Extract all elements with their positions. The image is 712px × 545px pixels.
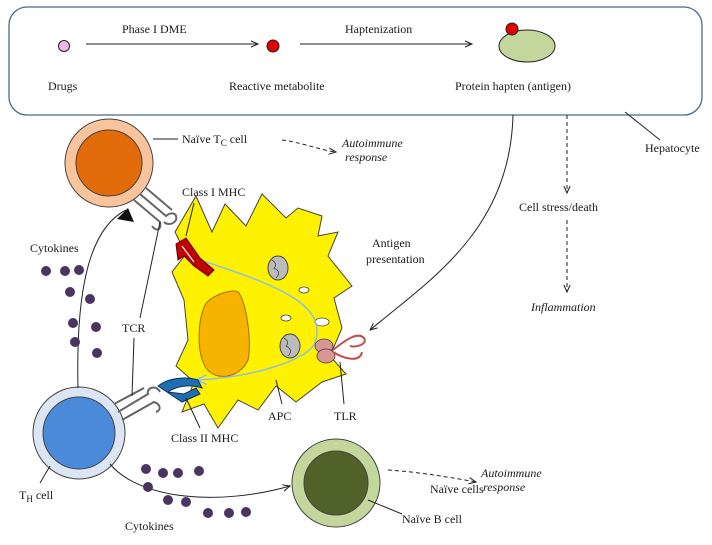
- antigen-to-tlr-arrow: [370, 114, 514, 330]
- cytokine-dot: [92, 348, 102, 358]
- th-tcr-receptor: [113, 386, 161, 421]
- tlr-label: TLR: [334, 409, 357, 423]
- tc-tcr-receptor: [133, 187, 178, 231]
- tlr-leader: [339, 361, 345, 405]
- reactive-metabolite-molecule: [266, 39, 280, 53]
- cytokine-dot: [173, 468, 183, 478]
- haptenization-label: Haptenization: [345, 22, 412, 36]
- class1-mhc-groove: [181, 245, 195, 263]
- b-cell-leader: [367, 499, 403, 515]
- cytokine-dot: [203, 508, 213, 518]
- cytokine-dot: [194, 466, 204, 476]
- autoimmune-bottom-line2: response: [483, 480, 526, 494]
- tcr-leader-down: [131, 337, 135, 397]
- inflammation-label: Inflammation: [530, 300, 596, 314]
- tlr-receptor-body-2: [316, 348, 336, 364]
- drug-molecule: [58, 40, 70, 52]
- class2-mhc-molecule: [157, 377, 203, 403]
- cytokine-dot: [85, 294, 95, 304]
- autoimmune-bottom-line1: Autoimmune: [480, 466, 542, 480]
- protein-hapten-shape: [498, 29, 556, 63]
- protein-hapten-label: Protein hapten (antigen): [455, 79, 571, 93]
- apc-leader: [275, 379, 283, 405]
- autoimmune-top-line2: response: [345, 150, 388, 164]
- class2-mhc-leader: [185, 397, 201, 429]
- class1-mhc-label: Class I MHC: [182, 185, 245, 199]
- antigen-presentation-line1: Antigen: [372, 236, 411, 250]
- th-to-tc-arrowhead: [117, 208, 134, 222]
- tcr-leader-up: [139, 221, 161, 319]
- antigen-presentation-line2: presentation: [366, 252, 425, 266]
- class2-mhc-label: Class II MHC: [171, 431, 238, 445]
- cell-stress-label: Cell stress/death: [519, 200, 598, 214]
- mitochondrion-bottom: [279, 333, 301, 359]
- naive-b-cell-label: Naïve B cell: [402, 512, 463, 526]
- cytokine-dot: [163, 495, 173, 505]
- autoimmune-top-line1: Autoimmune: [341, 136, 403, 150]
- hepatocyte-leader: [624, 111, 661, 141]
- cytokine-dot: [141, 464, 151, 474]
- class1-mhc-molecule: [175, 237, 215, 277]
- apc-nucleus: [198, 290, 250, 377]
- apc-internal-pathway: [184, 254, 318, 380]
- vesicle-3: [298, 286, 310, 294]
- vesicle-2: [280, 314, 292, 322]
- mitochondrion-top-cristae: [271, 259, 279, 279]
- cytokine-dot: [224, 508, 234, 518]
- th-to-tc-arrow: [77, 209, 127, 389]
- tc-cell-nucleus: [75, 129, 143, 197]
- cytokine-dot: [60, 266, 70, 276]
- vesicle-1: [314, 317, 330, 327]
- mitochondrion-top: [267, 255, 289, 281]
- th-cell-label: TH cell: [19, 488, 54, 504]
- cytokine-dot: [65, 287, 75, 297]
- cytokine-dot: [241, 507, 251, 517]
- cytokine-dot: [41, 266, 51, 276]
- drugs-label: Drugs: [48, 79, 78, 93]
- cytokine-dot: [181, 497, 191, 507]
- cytokines-bottom-label: Cytokines: [125, 519, 174, 533]
- cytokine-dot: [91, 322, 101, 332]
- bcell-to-autoimmune-dashed-arrow: [387, 469, 476, 482]
- tcr-label: TCR: [122, 321, 145, 335]
- cytokine-dot: [74, 265, 84, 275]
- th-cell-nucleus: [42, 396, 116, 470]
- hapten-metabolite: [505, 22, 519, 36]
- b-cell-nucleus: [303, 450, 369, 516]
- phase1-label: Phase I DME: [122, 22, 187, 36]
- cytokines-bottom-cluster: [141, 464, 251, 518]
- tc-to-autoimmune-dashed-arrow: [281, 139, 336, 152]
- cytokine-dot: [68, 318, 78, 328]
- class1-mhc-leader: [185, 202, 195, 237]
- th-to-bcell-arrow: [109, 463, 290, 498]
- tc-cell-label: Naïve TC cell: [182, 132, 248, 148]
- naive-cells-label: Naïve cells: [430, 482, 484, 496]
- cytokines-top-label: Cytokines: [30, 241, 79, 255]
- cytokine-dot: [143, 482, 153, 492]
- mitochondrion-bottom-cristae: [283, 337, 291, 357]
- hepatocyte-label: Hepatocyte: [645, 141, 700, 155]
- th-cell-leader: [39, 465, 51, 484]
- cytokine-dot: [70, 337, 80, 347]
- reactive-metabolite-label: Reactive metabolite: [229, 79, 325, 93]
- cytokine-dot: [158, 468, 168, 478]
- tlr-receptor-arms: [332, 334, 366, 360]
- cytokines-top-cluster: [41, 265, 102, 358]
- apc-label: APC: [268, 409, 291, 423]
